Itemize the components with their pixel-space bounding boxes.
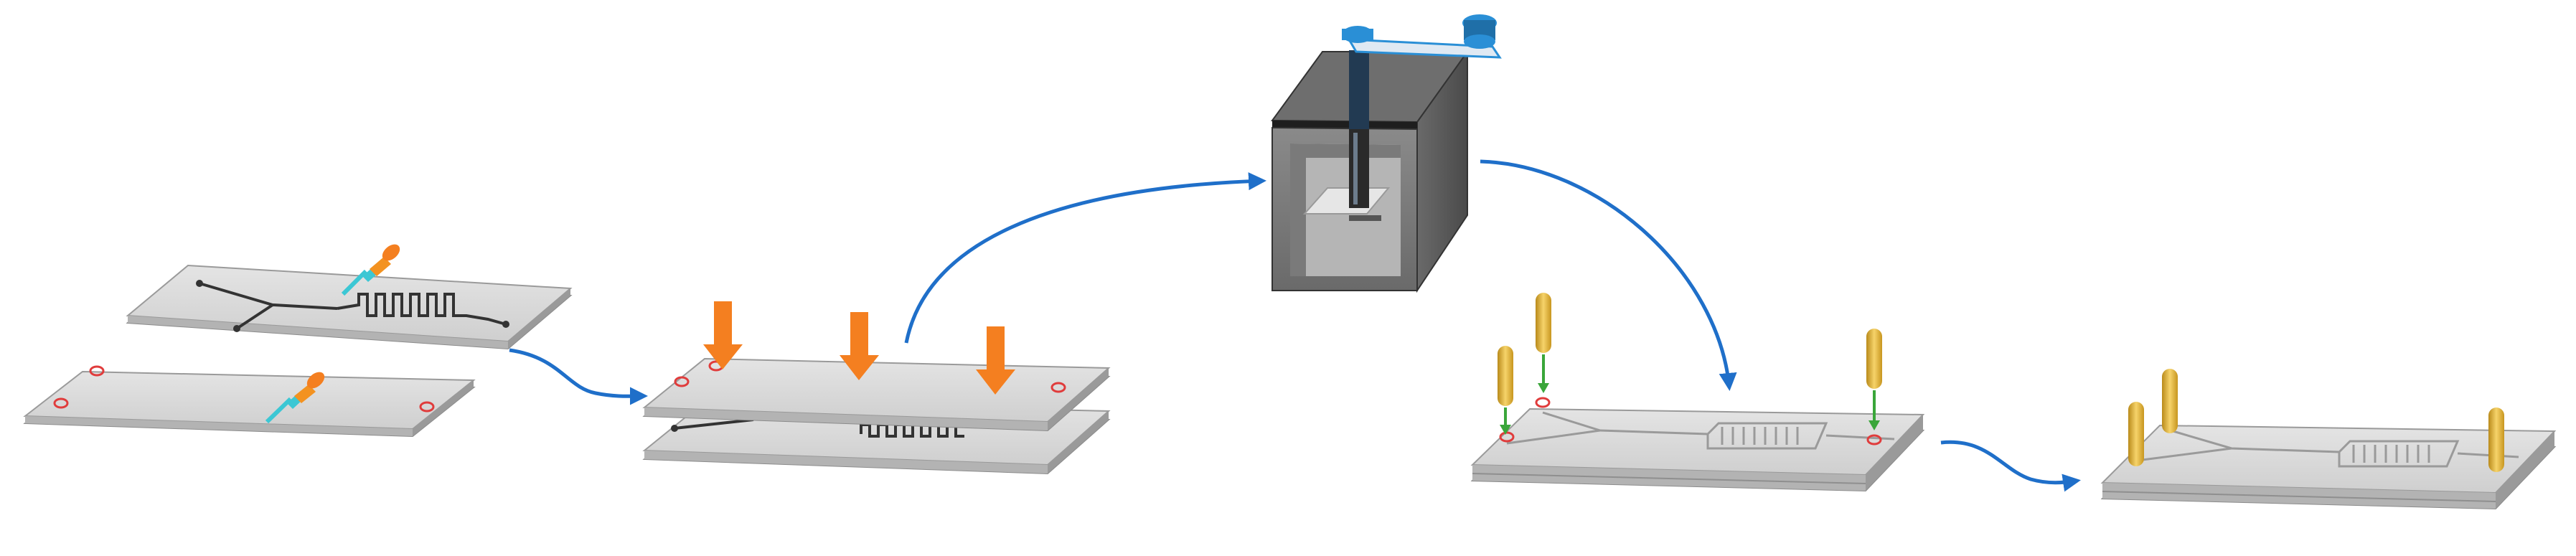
- plasma-chamber-icon: [1271, 14, 1502, 293]
- tubing-connector-icon: [1866, 329, 1882, 430]
- press-arrow-icon: [840, 312, 879, 380]
- tubing-connector-icon: [2488, 407, 2504, 472]
- step-4-group: [1470, 293, 1925, 492]
- channel-slide: [126, 264, 573, 350]
- clamp-tool: [1342, 14, 1502, 129]
- dropper-icon: [265, 372, 325, 424]
- tubing-connector-icon: [2128, 402, 2144, 466]
- dropper-icon: [341, 244, 400, 296]
- tubing-connector-icon: [1536, 293, 1551, 393]
- press-arrow-icon: [703, 301, 743, 369]
- flow-arrow-icon: [1480, 159, 1737, 391]
- bonded-chip: [1470, 397, 1925, 492]
- inlet-hole: [89, 365, 105, 377]
- flow-arrow-icon: [509, 348, 648, 405]
- tubing-connector-icon: [1498, 346, 1513, 435]
- inlet-hole: [53, 397, 69, 409]
- finished-chip: [2100, 424, 2557, 510]
- flow-arrow-icon: [904, 172, 1266, 344]
- outlet-hole: [419, 401, 435, 413]
- microchannel-pattern: [199, 282, 507, 330]
- step-1-group: [23, 244, 573, 438]
- flat-slide: [23, 365, 476, 438]
- step-2-group: [642, 301, 1111, 475]
- tubing-connector-icon: [2162, 369, 2178, 433]
- press-arrow-icon: [976, 326, 1015, 395]
- step-5-group: [2100, 369, 2557, 510]
- flow-arrow-icon: [1940, 440, 2081, 492]
